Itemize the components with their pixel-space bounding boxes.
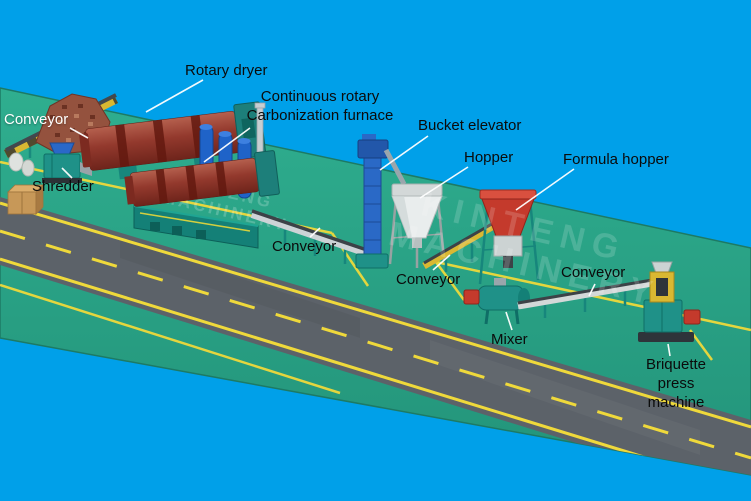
leader-line-rotary-dryer: [145, 79, 204, 113]
leader-line-shredder: [61, 167, 73, 179]
label-shredder: Shredder: [32, 178, 94, 195]
label-hopper: Hopper: [464, 149, 514, 166]
road-shading: [430, 340, 700, 455]
leader-line-conveyor-mid: [309, 227, 321, 238]
sacks: [8, 152, 35, 177]
leader-line-formula-hopper: [515, 168, 575, 211]
leader-line-conveyor-hopper: [432, 254, 451, 271]
hopper-machine: [388, 183, 446, 268]
road-surface: [0, 197, 751, 475]
leader-line-briquette-press: [667, 343, 671, 357]
furnace-base: [133, 205, 259, 249]
label-briquette-press: Briquette press machine: [645, 356, 707, 411]
bucket-elevator-machine: [355, 134, 407, 269]
floor-marking-line: [434, 261, 466, 301]
floor-marking-line: [0, 283, 341, 395]
road-shading: [120, 238, 360, 338]
right-conveyor-machine: [517, 277, 659, 318]
cardboard-box: [7, 184, 44, 215]
label-bucket-elevator: Bucket elevator: [418, 117, 522, 134]
hopper-conveyor-machine: [422, 215, 506, 272]
leader-lines: [61, 79, 671, 357]
mid-conveyor-machine: [250, 209, 366, 264]
label-conveyor-top: Conveyor: [4, 111, 69, 128]
formula-hopper-machine: [478, 189, 540, 285]
leader-line-conveyor-right: [588, 283, 596, 297]
leader-line-mixer: [505, 311, 513, 331]
carbonization-furnace-machine: [124, 150, 280, 207]
label-formula-hopper: Formula hopper: [563, 151, 669, 168]
leader-line-conveyor-top: [69, 127, 89, 139]
leader-line-hopper: [419, 166, 469, 199]
label-rotary-dryer: Rotary dryer: [185, 62, 268, 79]
label-mixer: Mixer: [491, 331, 528, 348]
leader-line-bucket-elevator: [379, 135, 429, 171]
briquette-press-machine: [638, 261, 701, 342]
label-conveyor-right: Conveyor: [561, 264, 626, 281]
leader-line-carbonization-furnace: [203, 127, 251, 163]
label-conveyor-mid: Conveyor: [272, 238, 337, 255]
road-center-dashed-line: [0, 229, 751, 460]
road: [0, 197, 751, 475]
road-edge-line-bottom: [0, 257, 751, 475]
label-carbonization-furnace: Continuous rotary Carbonization furnace: [246, 88, 394, 124]
road-edge-line-top: [0, 201, 751, 429]
label-conveyor-hopper: Conveyor: [396, 271, 461, 288]
